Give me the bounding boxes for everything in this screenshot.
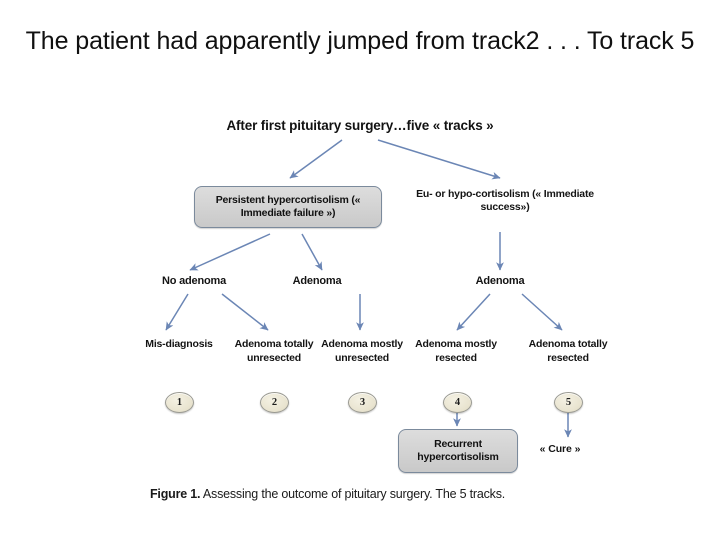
track-badge-1: 1 bbox=[165, 392, 194, 413]
leaf-adenoma-mostly-unresected: Adenoma mostly unresected bbox=[321, 338, 403, 364]
figure-flowchart: After first pituitary surgery…five « tra… bbox=[110, 112, 610, 517]
leaf-mis-diagnosis: Mis-diagnosis bbox=[145, 338, 213, 350]
arrow-no-adenoma-to-leaf1 bbox=[165, 293, 189, 331]
arrow-persistent-to-no-adenoma bbox=[189, 233, 271, 271]
arrow-adenoma-right-to-leaf4 bbox=[456, 293, 491, 331]
flowchart-connectors bbox=[165, 139, 572, 438]
leaf-adenoma-mostly-resected: Adenoma mostly resected bbox=[415, 338, 497, 364]
arrow-header-to-right bbox=[377, 139, 501, 180]
arrow-persistent-to-adenoma bbox=[301, 233, 323, 271]
node-cure: « Cure » bbox=[539, 443, 581, 455]
track-badge-5: 5 bbox=[554, 392, 583, 413]
node-adenoma-success-branch: Adenoma bbox=[475, 275, 525, 287]
node-persistent-hypercortisolism: Persistent hypercortisolism (« Immediate… bbox=[194, 186, 382, 228]
figure-caption-text: Assessing the outcome of pituitary surge… bbox=[202, 487, 506, 501]
arrow-header-to-left bbox=[289, 139, 343, 179]
leaf-adenoma-totally-resected: Adenoma totally resected bbox=[528, 338, 608, 364]
track-badge-3: 3 bbox=[348, 392, 377, 413]
figure-caption: Figure 1. Assessing the outcome of pitui… bbox=[150, 487, 620, 501]
node-no-adenoma: No adenoma bbox=[161, 275, 226, 287]
arrow-no-adenoma-to-leaf2 bbox=[221, 293, 269, 331]
node-eu-or-hypo-cortisolism: Eu- or hypo-cortisolism (« Immediate suc… bbox=[416, 188, 594, 213]
track-badge-2: 2 bbox=[260, 392, 289, 413]
flowchart-header: After first pituitary surgery…five « tra… bbox=[226, 118, 494, 133]
node-recurrent-hypercortisolism: Recurrent hypercortisolism bbox=[398, 429, 518, 473]
figure-caption-label: Figure 1. bbox=[150, 487, 201, 501]
slide-title: The patient had apparently jumped from t… bbox=[25, 27, 695, 55]
track-badge-4: 4 bbox=[443, 392, 472, 413]
arrow-adenoma-right-to-leaf5 bbox=[521, 293, 563, 331]
leaf-adenoma-totally-unresected: Adenoma totally unresected bbox=[234, 338, 314, 364]
node-adenoma-failure-branch: Adenoma bbox=[292, 275, 342, 287]
